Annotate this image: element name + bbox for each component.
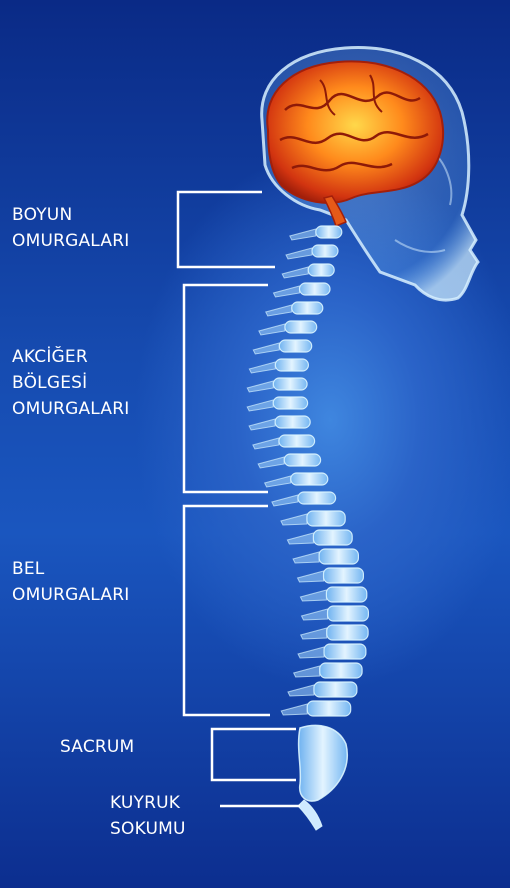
vertebra-process <box>253 343 279 354</box>
vertebra <box>298 492 336 504</box>
vertebra <box>279 340 311 352</box>
vertebra <box>320 663 362 678</box>
vertebra-process <box>286 248 312 259</box>
vertebra <box>275 359 308 371</box>
label-lumbar-line2: OMURGALARI <box>12 582 129 608</box>
vertebra <box>307 701 351 716</box>
vertebra <box>273 397 307 409</box>
vertebra <box>307 511 345 526</box>
label-coccyx: KUYRUK SOKUMU <box>110 790 186 842</box>
label-thoracic-line1: AKCİĞER <box>12 344 129 370</box>
bracket-lumbar <box>184 506 270 715</box>
vertebra-process <box>288 685 314 696</box>
vertebra-process <box>247 381 273 392</box>
vertebra-process <box>273 286 299 297</box>
vertebra-process <box>293 552 319 563</box>
vertebra <box>273 378 307 390</box>
vertebra <box>292 302 323 314</box>
vertebra-process <box>282 267 308 278</box>
vertebra <box>328 606 369 621</box>
vertebra-process <box>298 571 324 582</box>
vertebra <box>313 530 352 545</box>
vertebra-process <box>249 419 275 430</box>
vertebra-process <box>298 647 324 658</box>
vertebra <box>316 226 342 238</box>
vertebra-process <box>258 457 284 468</box>
vertebra-process <box>265 476 291 487</box>
vertebra-process <box>259 324 285 335</box>
vertebra <box>327 625 368 640</box>
vertebra <box>319 549 358 564</box>
vertebra <box>284 454 320 466</box>
vertebra-process <box>281 514 307 525</box>
label-thoracic-line2: BÖLGESİ <box>12 370 129 396</box>
vertebra <box>324 568 364 583</box>
label-cervical-line1: BOYUN <box>12 202 129 228</box>
vertebra <box>324 644 366 659</box>
vertebra-process <box>302 609 328 620</box>
label-sacrum: SACRUM <box>60 734 134 760</box>
vertebra <box>312 245 338 257</box>
vertebra <box>300 283 331 295</box>
vertebra <box>285 321 317 333</box>
bracket-cervical <box>178 192 275 267</box>
vertebra <box>314 682 357 697</box>
vertebra <box>275 416 310 428</box>
vertebra-process <box>281 704 307 715</box>
vertebra-process <box>272 495 298 506</box>
sacrum-bone <box>299 725 348 801</box>
coccyx-bone <box>298 800 322 830</box>
vertebra <box>291 473 328 485</box>
vertebra <box>326 587 366 602</box>
vertebra-process <box>249 362 275 373</box>
label-sacrum-line1: SACRUM <box>60 734 134 760</box>
vertebra <box>279 435 315 447</box>
spinal-column <box>247 226 368 830</box>
vertebra-process <box>247 400 273 411</box>
label-cervical: BOYUN OMURGALARI <box>12 202 129 254</box>
vertebra-process <box>301 628 327 639</box>
label-thoracic: AKCİĞER BÖLGESİ OMURGALARI <box>12 344 129 422</box>
vertebra-process <box>294 666 320 677</box>
vertebra-process <box>287 533 313 544</box>
vertebra <box>308 264 334 276</box>
label-lumbar: BEL OMURGALARI <box>12 556 129 608</box>
bracket-sacrum <box>212 729 296 780</box>
vertebra-process <box>266 305 292 316</box>
vertebra-process <box>290 229 316 240</box>
label-coccyx-line2: SOKUMU <box>110 816 186 842</box>
vertebra-process <box>300 590 326 601</box>
label-thoracic-line3: OMURGALARI <box>12 396 129 422</box>
label-lumbar-line1: BEL <box>12 556 129 582</box>
label-cervical-line2: OMURGALARI <box>12 228 129 254</box>
label-coccyx-line1: KUYRUK <box>110 790 186 816</box>
vertebra-process <box>253 438 279 449</box>
